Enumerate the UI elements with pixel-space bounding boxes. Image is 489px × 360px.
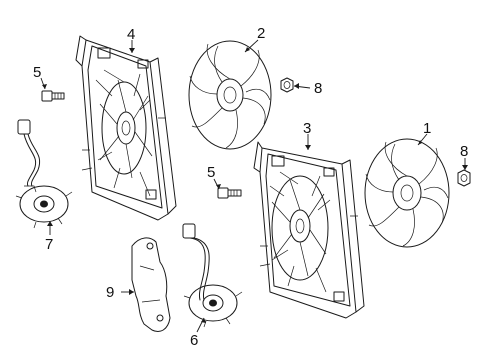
fan-blade-upper bbox=[188, 40, 272, 150]
shroud-right bbox=[253, 141, 365, 319]
callout-8-right: 8 bbox=[460, 143, 468, 160]
fan-motor-left bbox=[15, 119, 73, 229]
callout-6: 6 bbox=[190, 332, 198, 349]
bolt-upper bbox=[41, 90, 65, 102]
fan-blade-right bbox=[364, 138, 450, 248]
callout-1: 1 bbox=[423, 120, 431, 137]
fan-motor-lower bbox=[182, 223, 243, 328]
shroud-left bbox=[75, 35, 177, 221]
callout-5-upper: 5 bbox=[33, 64, 41, 81]
callout-3: 3 bbox=[303, 120, 311, 137]
callout-9: 9 bbox=[106, 284, 114, 301]
callout-8-upper: 8 bbox=[314, 80, 322, 97]
callout-7: 7 bbox=[45, 236, 53, 253]
bolt-lower bbox=[217, 187, 242, 199]
nut-upper bbox=[280, 77, 294, 93]
callout-labels: 1 2 3 4 5 5 6 7 8 8 9 bbox=[33, 25, 468, 349]
callout-4: 4 bbox=[127, 26, 135, 43]
callout-5-lower: 5 bbox=[207, 164, 215, 181]
callout-2: 2 bbox=[257, 25, 265, 42]
bracket-cover bbox=[131, 237, 171, 332]
nut-right bbox=[457, 169, 471, 187]
leader-lines bbox=[40, 39, 468, 333]
